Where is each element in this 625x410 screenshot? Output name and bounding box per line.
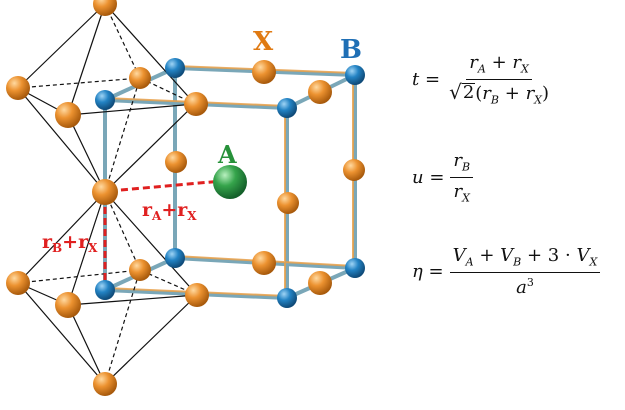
label-b-site: B xyxy=(340,35,362,65)
b-site-atom xyxy=(345,258,365,278)
x-site-atom xyxy=(252,251,276,275)
label-rB-plus-rX: rB+rX xyxy=(42,231,98,255)
x-site-atom xyxy=(6,76,30,100)
b-site-atom xyxy=(277,288,297,308)
x-site-atom xyxy=(165,151,187,173)
distance-lines xyxy=(103,179,223,296)
b-site-atom xyxy=(165,58,185,78)
a-site-atom xyxy=(213,165,247,199)
b-site-atom xyxy=(165,248,185,268)
b-site-atom xyxy=(95,280,115,300)
packing-fraction-equation: η = VA + VB + 3 · VX a3 xyxy=(412,245,601,298)
x-site-atom xyxy=(93,0,117,16)
atoms xyxy=(6,0,365,396)
x-site-atom xyxy=(185,283,209,307)
x-site-atom xyxy=(55,102,81,128)
a-x-distance-line xyxy=(109,179,223,193)
label-rA-plus-rX: rA+rX xyxy=(142,199,197,223)
octahedron-top xyxy=(17,3,196,193)
b-site-atom xyxy=(345,65,365,85)
label-a-site: A xyxy=(217,140,237,169)
octahedron-bottom xyxy=(17,191,198,385)
b-site-atom xyxy=(277,98,297,118)
x-site-atom xyxy=(252,60,276,84)
b-site-atom xyxy=(95,90,115,110)
x-site-atom xyxy=(129,259,151,281)
x-site-atom xyxy=(343,159,365,181)
x-site-atom xyxy=(308,80,332,104)
x-site-atom xyxy=(308,271,332,295)
tolerance-factor-equation: t = rA + rX √2(rB + rX) xyxy=(412,52,550,107)
x-site-atom xyxy=(55,292,81,318)
x-site-atom xyxy=(92,179,118,205)
x-site-atom xyxy=(129,67,151,89)
x-site-atom xyxy=(277,192,299,214)
x-site-atom xyxy=(93,372,117,396)
label-x-site: X xyxy=(253,27,274,57)
octahedral-factor-equation: u = rB rX xyxy=(412,150,474,204)
x-site-atom xyxy=(184,92,208,116)
x-site-atom xyxy=(6,271,30,295)
